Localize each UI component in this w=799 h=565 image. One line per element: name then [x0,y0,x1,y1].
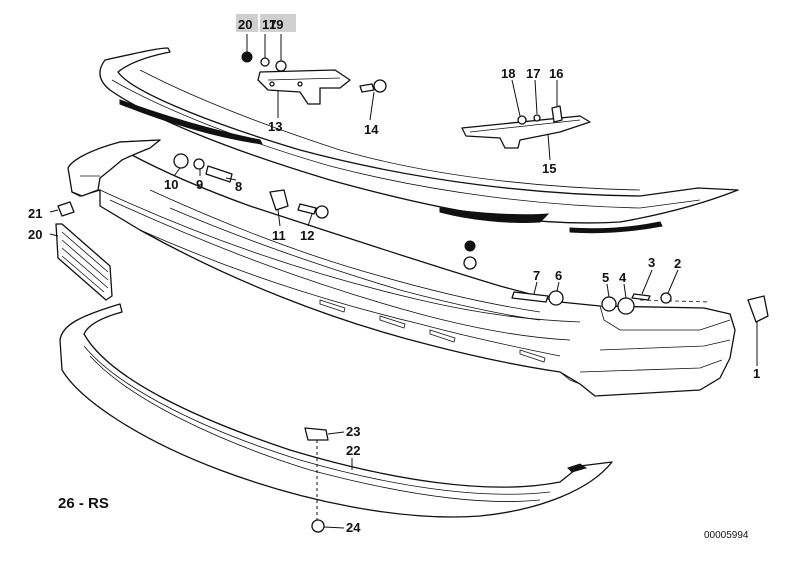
callout-18: 18 [501,66,515,81]
callout-3: 3 [648,255,655,270]
clip-1 [747,295,769,323]
callout-13: 13 [268,119,282,134]
washer-18 [517,115,527,125]
callout-7: 7 [533,268,540,283]
bumper-carrier [69,139,736,397]
washer-9 [193,158,205,170]
callout-25: 24 [346,520,361,535]
callout-6: 6 [555,268,562,283]
bracket-15 [461,115,591,149]
callout-8: 8 [235,179,242,194]
callout-12: 12 [300,228,314,243]
washer-19 [275,60,287,72]
callout-14: 14 [364,122,379,137]
callout-20: 20 [238,17,252,32]
clip-nut-11 [269,189,289,211]
bolt-16 [551,105,563,123]
screw-25 [311,519,325,533]
washer-5 [601,296,617,312]
screw-14 [359,83,375,93]
callout-4: 4 [619,270,627,285]
nut-20 [241,51,253,63]
leader-lines [49,34,758,529]
callout-highlight-19 [266,14,296,32]
callout-10: 10 [164,177,178,192]
grille-insert [55,223,113,301]
washer-17-right [533,114,541,122]
callout-17-right: 17 [526,66,540,81]
grommet-4 [617,297,635,315]
drawing-number: 00005994 [704,530,749,541]
callout-11: 11 [272,228,286,243]
clip-22 [57,201,75,217]
callout-1: 1 [753,366,760,381]
bolt-7 [511,291,549,303]
nut-2 [660,292,672,304]
bracket-13 [257,69,351,105]
washer-6 [548,290,564,306]
callout-21: 20 [28,227,42,242]
bolt-8 [205,165,233,183]
screw-3 [631,293,651,301]
screw-12 [297,203,317,215]
callout-9: 9 [196,177,203,192]
callout-23: 22 [346,443,360,458]
callout-labels: 20 17 19 13 14 18 17 16 15 10 9 8 11 12 … [28,14,760,535]
group-label: 26 - RS [58,495,109,512]
clip-24 [304,427,329,441]
front-spoiler [59,303,613,518]
callout-15: 15 [542,161,556,176]
callout-2: 2 [674,256,681,271]
upper-trim-strip [99,47,739,234]
callout-22: 21 [28,206,42,221]
callout-24: 23 [346,424,360,439]
left-end-cap [67,139,161,197]
bushing-10 [173,153,189,169]
callout-5: 5 [602,270,609,285]
callout-17-top: 17 [262,17,276,32]
washer-17-top [260,57,270,67]
callout-19: 19 [269,17,283,32]
callout-16: 16 [549,66,563,81]
callout-highlight-20 [236,14,258,32]
